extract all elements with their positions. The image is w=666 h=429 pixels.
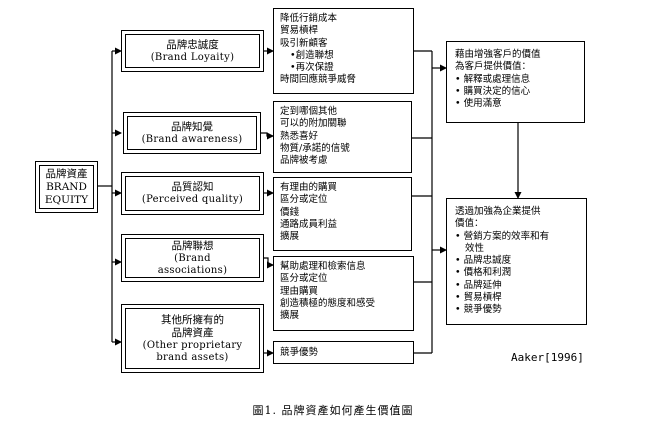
firm-value-item: 品牌忠誠度: [455, 255, 578, 267]
asset-label-zh: 品牌忠誠度: [166, 38, 219, 51]
benefit-item: 品牌被考慮: [280, 155, 328, 167]
firm-value-item: 貿易槓桿: [455, 292, 578, 304]
arrow-asset4-benefit4: [264, 257, 274, 269]
benefit-item: 區分或定位: [280, 194, 328, 206]
asset-label-zh: 其他所擁有的: [161, 313, 224, 326]
asset-label-zh: 品牌聯想: [171, 239, 214, 252]
customer-value-item: 解釋或處理信息: [455, 74, 576, 86]
asset-box-brand-associations: 品牌聯想 (Brand associations): [121, 234, 264, 282]
asset-label-zh: 品牌資產: [171, 326, 214, 339]
firm-value-item: 效性: [465, 242, 485, 254]
customer-value-title: 為客戶提供價值：: [455, 61, 532, 73]
asset-box-perceived-quality: 品質認知 (Perceived quality): [121, 172, 264, 215]
figure-caption: 圖1. 品牌資產如何產生價值圖: [252, 404, 414, 417]
asset-label-en: (Brand: [174, 252, 211, 264]
asset-label-en: (Other proprietary: [142, 339, 243, 351]
benefit-item: 幫助處理和檢索信息: [280, 261, 366, 272]
benefit-item: 熟悉喜好: [280, 130, 319, 142]
firm-value-title: 透過加強為企業提供: [455, 206, 541, 217]
benefit-item: 擴展: [280, 310, 300, 322]
customer-value-item: 使用滿意: [455, 98, 576, 110]
customer-value-item: 購買決定的信心: [455, 86, 576, 98]
benefit-item: 價錢: [280, 206, 300, 218]
benefit-item: 通路成員利益: [280, 218, 338, 230]
benefit-box-awareness: 定到哪個其他 可以的附加關聯 熟悉喜好 物質/承諾的信號 品牌被考慮: [273, 101, 412, 173]
asset-label-zh: 品質認知: [171, 181, 214, 193]
benefit-item: 降低行銷成本: [280, 13, 338, 24]
asset-label-en: (Perceived quality): [141, 194, 244, 205]
firm-value-item: 競爭優勢: [455, 304, 578, 316]
asset-box-brand-loyalty: 品牌忠誠度 (Brand Loyaity): [121, 30, 264, 72]
benefit-box-other: 競爭優勢: [273, 341, 414, 364]
benefit-item: 理由購買: [280, 285, 319, 297]
customer-value-title: 藉由增強客戶的價值: [455, 49, 541, 60]
asset-box-other-assets: 其他所擁有的 品牌資產 (Other proprietary brand ass…: [121, 304, 264, 373]
benefit-item: 吸引新顧客: [280, 37, 328, 49]
benefit-box-quality: 有理由的購買 區分或定位 價錢 通路成員利益 擴展: [273, 177, 412, 251]
benefit-box-loyalty: 降低行銷成本 貿易槓桿 吸引新顧客 •創造聯想 •再次保證 時間回應競爭威脅: [273, 8, 414, 94]
benefit-item: 定到哪個其他: [280, 106, 338, 117]
benefit-item: •再次保證: [290, 62, 334, 74]
asset-label-en: (Brand Loyaity): [150, 51, 235, 63]
customer-value-box: 藉由增強客戶的價值 為客戶提供價值： 解釋或處理信息 購買決定的信心 使用滿意: [446, 41, 585, 123]
asset-label-en: associations): [157, 264, 228, 276]
benefit-item: 物質/承諾的信號: [280, 142, 350, 154]
benefit-item: 時間回應競爭威脅: [280, 74, 357, 86]
arrow-asset2-benefit2: [261, 132, 274, 140]
firm-value-box: 透過加強為企業提供 價值： 營銷方案的效率和有 效性 品牌忠誠度 價格和利潤 品…: [446, 198, 587, 325]
brand-equity-zh: 品牌資產: [45, 167, 88, 180]
brand-equity-en1: BRAND: [46, 180, 87, 193]
citation: Aaker[1996]: [511, 351, 584, 364]
benefit-box-associations: 幫助處理和檢索信息 區分或定位 理由購買 創造積極的態度和感受 擴展: [273, 256, 414, 331]
asset-label-en: (Brand awareness): [141, 133, 243, 145]
benefit-item: 貿易槓桿: [280, 25, 319, 37]
firm-value-item: 價格和利潤: [455, 267, 578, 279]
benefit-item: 擴展: [280, 231, 300, 243]
benefit-item: 有理由的購買: [280, 182, 338, 193]
firm-value-title: 價值：: [455, 218, 484, 230]
brand-equity-box: 品牌資產 BRAND EQUITY: [35, 161, 98, 213]
brand-equity-en2: EQUITY: [44, 193, 89, 206]
asset-label-zh: 品牌知覺: [171, 120, 213, 133]
benefit-item: 可以的附加關聯: [280, 118, 347, 130]
asset-box-brand-awareness: 品牌知覺 (Brand awareness): [123, 112, 261, 154]
benefit-item: 創造積極的態度和感受: [280, 297, 376, 309]
benefit-item: 競爭優勢: [280, 347, 319, 358]
asset-label-en: brand assets): [156, 351, 229, 363]
benefit-item: •創造聯想: [290, 49, 334, 61]
firm-value-item: 品牌延伸: [455, 280, 578, 292]
benefit-item: 區分或定位: [280, 273, 328, 285]
firm-value-item: 營銷方案的效率和有: [455, 231, 578, 243]
